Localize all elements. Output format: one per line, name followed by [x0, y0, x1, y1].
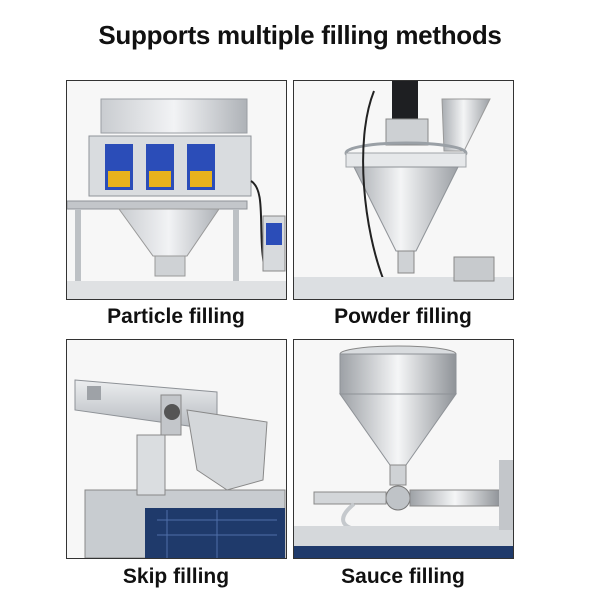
page-title: Supports multiple filling methods — [98, 20, 502, 50]
particle-filler-machine-illustration — [67, 81, 286, 299]
skip-filling-image — [66, 339, 287, 559]
sauce-filling-caption: Sauce filling — [341, 565, 465, 588]
particle-filling-image — [66, 80, 287, 300]
skip-filler-machine-illustration — [67, 340, 286, 558]
skip-filling-caption: Skip filling — [122, 565, 230, 588]
powder-filling-image — [293, 80, 514, 300]
sauce-filler-machine-illustration — [294, 340, 513, 558]
particle-filling-caption: Particle filling — [107, 305, 245, 328]
powder-filling-caption: Powder filling — [334, 305, 472, 328]
sauce-filling-image — [293, 339, 514, 559]
powder-filler-machine-illustration — [294, 81, 513, 299]
